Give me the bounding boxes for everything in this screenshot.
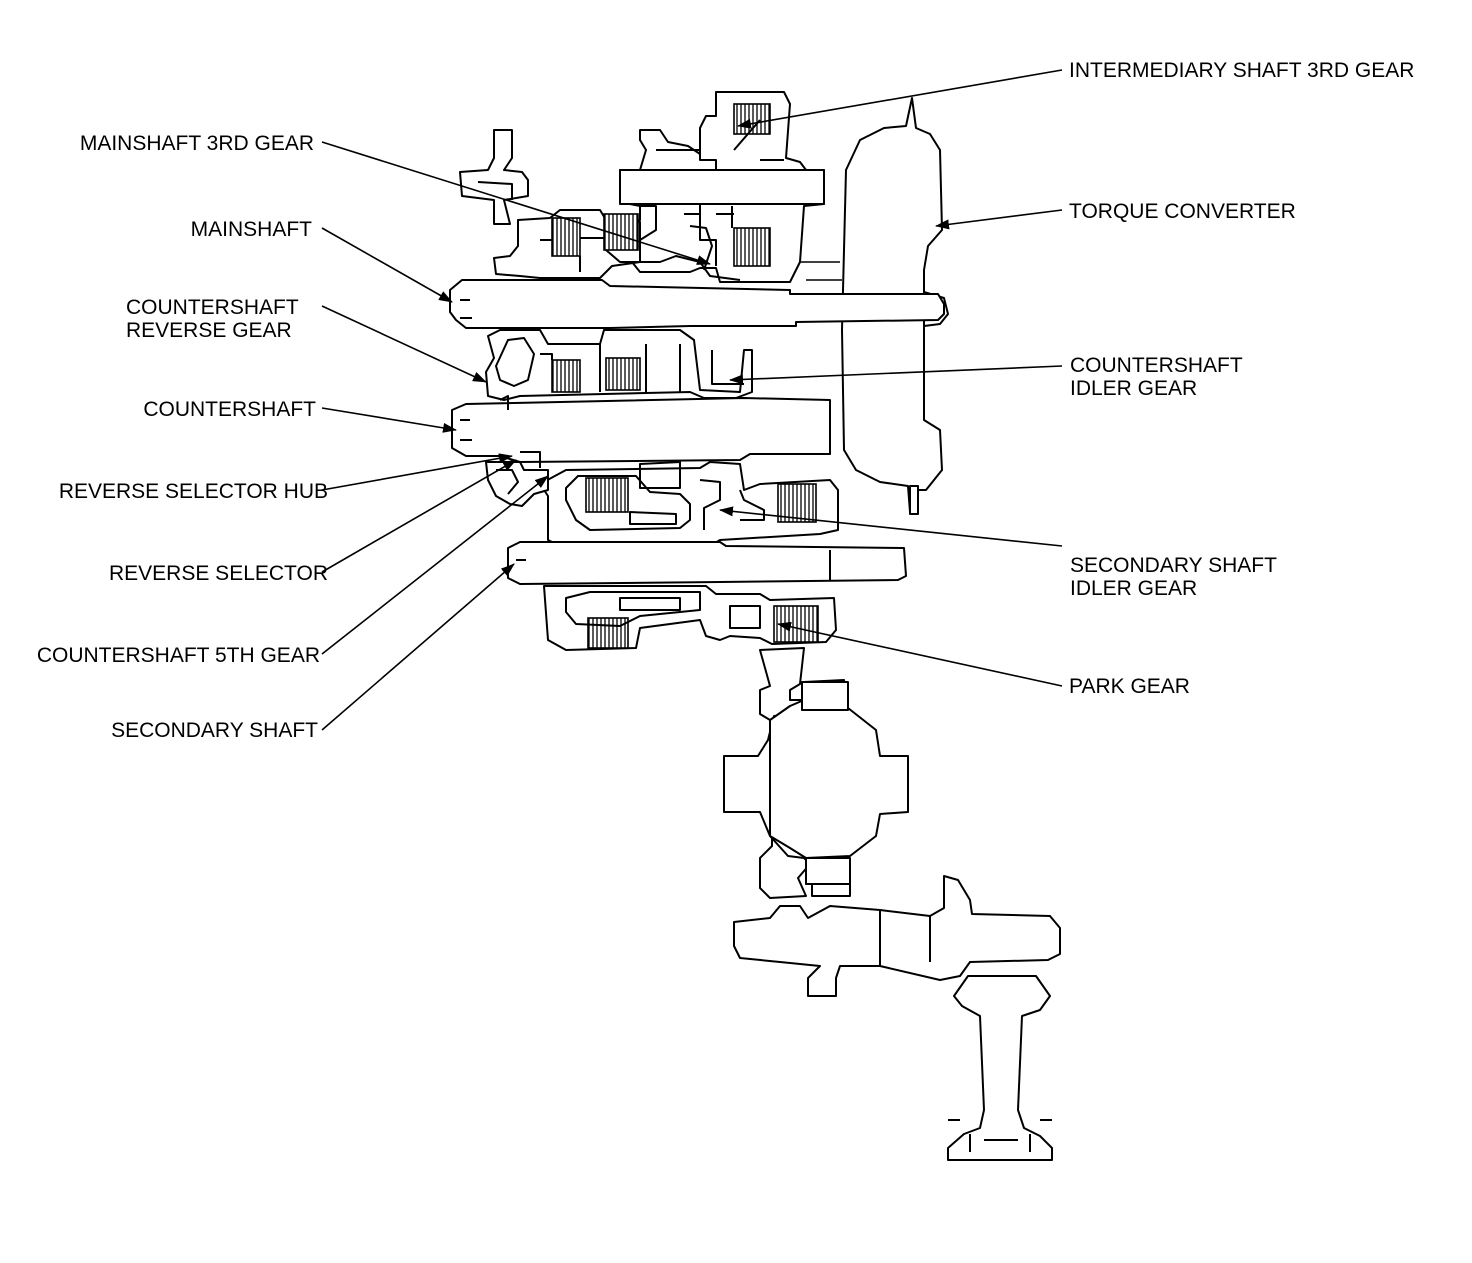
differential-part bbox=[723, 647, 909, 899]
secondary-shaft-lower-gears bbox=[543, 585, 837, 651]
leader-countershaft-5th-gear bbox=[321, 475, 549, 655]
leader-lines bbox=[321, 69, 1063, 731]
leader-mainshaft-3rd-gear bbox=[321, 141, 711, 265]
leader-secondary-shaft-idler-gear bbox=[719, 506, 1063, 547]
label-secondary-shaft: SECONDARY SHAFT bbox=[111, 719, 318, 742]
output-axle-part bbox=[733, 875, 1061, 1161]
leader-secondary-shaft bbox=[321, 563, 515, 731]
intermediary-shaft-assembly bbox=[609, 91, 842, 283]
label-mainshaft-3rd-gear: MAINSHAFT 3RD GEAR bbox=[80, 132, 314, 155]
leader-reverse-selector-hub bbox=[321, 453, 513, 491]
countershaft-part bbox=[451, 395, 831, 463]
label-countershaft-5th-gear: COUNTERSHAFT 5TH GEAR bbox=[37, 644, 320, 667]
leader-reverse-selector bbox=[321, 459, 517, 573]
leader-intermediary-3rd-gear bbox=[737, 69, 1063, 129]
reverse-selector-part bbox=[485, 451, 549, 507]
label-intermediary-shaft-3rd-gear: INTERMEDIARY SHAFT 3RD GEAR bbox=[1069, 59, 1414, 82]
callout-labels: INTERMEDIARY SHAFT 3RD GEAR MAINSHAFT 3R… bbox=[37, 59, 1415, 742]
label-mainshaft: MAINSHAFT bbox=[191, 218, 313, 241]
leader-mainshaft bbox=[321, 227, 453, 303]
countershaft-upper-gears bbox=[485, 329, 753, 401]
mainshaft-end-flange bbox=[459, 129, 529, 225]
label-countershaft-idler-gear-line1: COUNTERSHAFT bbox=[1070, 354, 1243, 377]
secondary-shaft-upper-gears bbox=[539, 461, 839, 547]
mainshaft-part bbox=[449, 279, 945, 329]
leader-countershaft bbox=[321, 407, 457, 433]
leader-countershaft-idler-gear bbox=[729, 365, 1063, 385]
label-secondary-shaft-idler-gear-line1: SECONDARY SHAFT bbox=[1070, 554, 1277, 577]
label-secondary-shaft-idler-gear-line2: IDLER GEAR bbox=[1070, 577, 1197, 600]
label-reverse-selector-hub: REVERSE SELECTOR HUB bbox=[59, 480, 328, 503]
mainshaft-group bbox=[493, 209, 741, 281]
leader-park-gear bbox=[777, 621, 1063, 687]
label-countershaft-reverse-gear-line2: REVERSE GEAR bbox=[126, 319, 292, 342]
label-park-gear: PARK GEAR bbox=[1069, 675, 1190, 698]
secondary-shaft-part bbox=[507, 541, 907, 585]
leader-torque-converter bbox=[935, 209, 1063, 230]
leader-countershaft-reverse-gear bbox=[321, 305, 487, 383]
label-reverse-selector: REVERSE SELECTOR bbox=[109, 562, 328, 585]
label-countershaft: COUNTERSHAFT bbox=[143, 398, 316, 421]
label-countershaft-reverse-gear-line1: COUNTERSHAFT bbox=[126, 296, 299, 319]
label-torque-converter: TORQUE CONVERTER bbox=[1069, 200, 1296, 223]
label-countershaft-idler-gear-line2: IDLER GEAR bbox=[1070, 377, 1197, 400]
